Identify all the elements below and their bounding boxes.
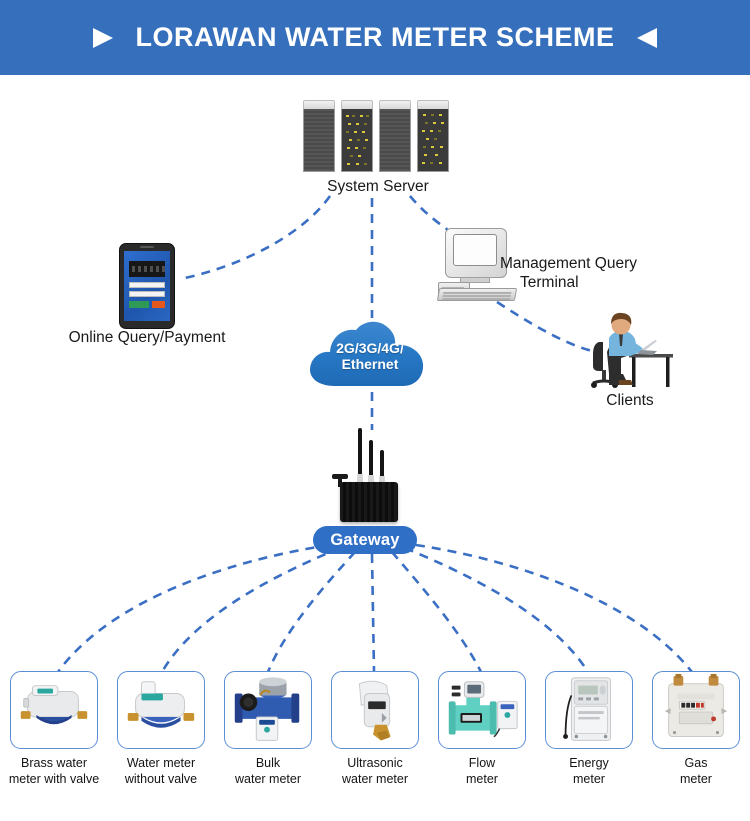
system-server-label: System Server [327,178,429,195]
link-gateway-meter-2 [160,546,341,673]
meter-caption-line1: Water meter [126,756,196,770]
meter-caption-line2: meter [466,772,498,787]
meter-card-ultrasonic-water-meter[interactable] [331,671,419,749]
link-gateway-meter-6 [404,546,590,673]
link-gateway-meter-1 [56,543,331,673]
meter-card-list: Brass water meter with valve Water meter… [0,671,750,821]
meter-caption-water-meter-without-valve: Water meter without valve [106,755,216,788]
meter-caption-line1: Flow [468,756,496,770]
meter-caption-line2: water meter [342,772,408,787]
link-gateway-meter-4 [370,553,376,673]
gateway-label[interactable]: Gateway [313,526,417,554]
page-title: LORAWAN WATER METER SCHEME [135,22,615,52]
meter-caption-line1: Energy [569,756,609,770]
meter-caption-energy-meter: Energy meter [534,755,644,788]
meter-card-flow-meter[interactable] [438,671,526,749]
meter-card-gas-meter[interactable] [652,671,740,749]
link-server-phone [179,195,332,281]
meter-caption-line1: Brass water [21,756,87,770]
link-gateway-meter-3 [266,551,356,673]
server-rack-2 [341,100,373,172]
desktop-computer-icon [434,228,520,304]
server-rack-1 [303,100,335,172]
meter-caption-line2: meter with valve [8,772,100,787]
meter-caption-brass-water-meter-with-valve: Brass water meter with valve [0,755,109,788]
meter-caption-line1: Bulk [255,756,281,770]
meter-caption-bulk-water-meter: Bulk water meter [213,755,323,788]
meter-caption-gas-meter: Gas meter [641,755,750,788]
meter-caption-line2: water meter [235,772,301,787]
terminal-label-line2: Terminal [520,274,579,291]
meter-caption-line1: Ultrasonic [347,756,403,770]
cloud-label-line1: 2G/3G/4G/ [336,339,404,356]
lorawan-gateway-icon [332,428,408,524]
server-rack-4 [417,100,449,172]
triangle-right-icon [93,27,114,48]
smartphone-icon [119,243,175,329]
link-gateway-meter-7 [415,543,694,673]
meter-card-water-meter-without-valve[interactable] [117,671,205,749]
link-gateway-meter-5 [391,551,483,673]
gateway-label-text: Gateway [330,530,400,549]
meter-caption-line2: meter [680,772,712,787]
person-at-desk-icon [585,312,675,394]
triangle-left-icon [636,27,657,48]
server-rack-icon [303,100,453,172]
meter-card-energy-meter[interactable] [545,671,633,749]
cloud-label: 2G/3G/4G/ Ethernet [305,318,435,390]
meter-caption-line2: without valve [124,772,198,787]
meter-card-bulk-water-meter[interactable] [224,671,312,749]
server-rack-3 [379,100,411,172]
link-terminal-clients [496,300,597,354]
meter-caption-flow-meter: Flow meter [427,755,537,788]
meter-caption-line2: meter [573,772,605,787]
cloud-label-line2: Ethernet [341,356,399,372]
terminal-label-line1: Management Query [500,255,637,272]
meter-caption-line1: Gas [684,756,708,770]
meter-caption-ultrasonic-water-meter: Ultrasonic water meter [320,755,430,788]
clients-label: Clients [606,392,654,409]
cloud-icon: 2G/3G/4G/ Ethernet [305,318,435,390]
meter-card-brass-water-meter-with-valve[interactable] [10,671,98,749]
online-query-payment-label: Online Query/Payment [68,329,226,346]
page-header: LORAWAN WATER METER SCHEME [0,0,750,75]
